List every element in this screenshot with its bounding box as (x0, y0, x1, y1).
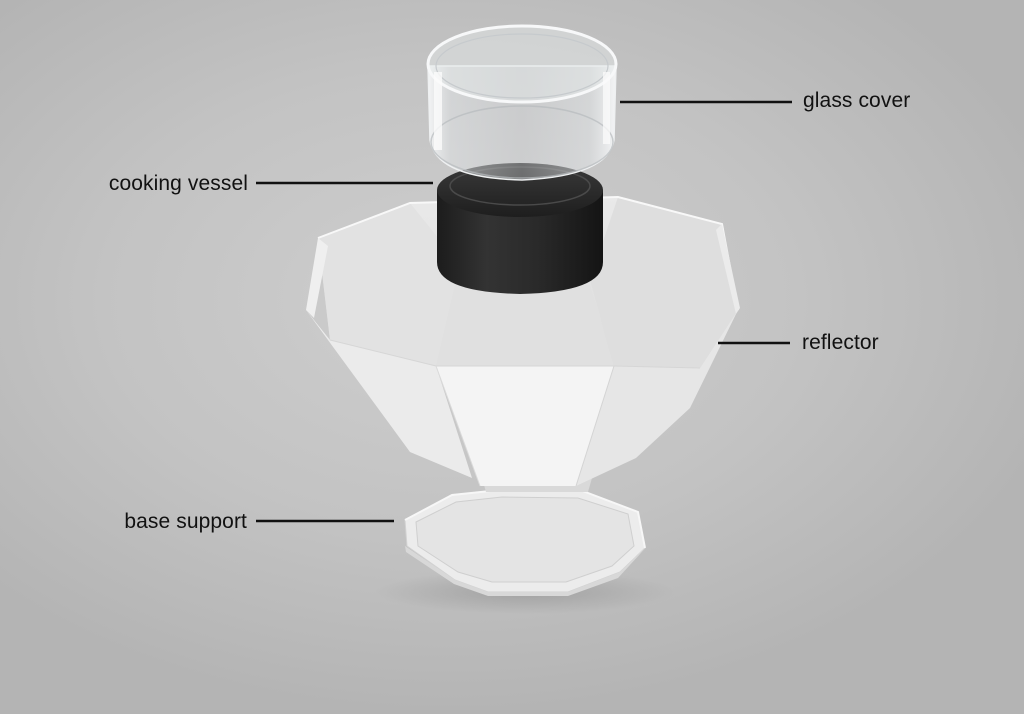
reflector-inner-right-panel (590, 197, 738, 368)
glass-cover-part (426, 24, 618, 181)
reflector-outer-left-facet (306, 310, 472, 478)
label-cooking-vessel: cooking vessel (108, 172, 248, 195)
label-base-support: base support (124, 510, 247, 533)
cooking-vessel-body (437, 190, 603, 294)
reflector-rim-left-thickness (306, 238, 328, 318)
label-reflector: reflector (802, 331, 879, 354)
reflector-facet-edge-right (575, 365, 615, 487)
reflector-inner-center-panel (436, 285, 614, 366)
glass-cover-top-rim (426, 24, 618, 104)
glass-cover-reflection-left (434, 72, 442, 150)
reflector-rim-right-thickness (716, 224, 740, 314)
reflector-facet-edge-left (435, 365, 481, 487)
reflector-inner-left-panel (318, 203, 468, 366)
base-support-part (404, 489, 646, 596)
glass-cover-bottom-rim (430, 105, 614, 179)
reflector-outer-right-facet (576, 310, 738, 486)
base-support-inner-floor (415, 496, 635, 583)
glass-cover-top-rim-inner (435, 33, 609, 99)
glass-cover-reflection-right (603, 72, 610, 144)
cooking-vessel-part (437, 163, 603, 294)
reflector-facet-edges (329, 339, 701, 369)
label-glass-cover: glass cover (803, 89, 911, 112)
reflector-outer-front-facet (436, 366, 614, 486)
